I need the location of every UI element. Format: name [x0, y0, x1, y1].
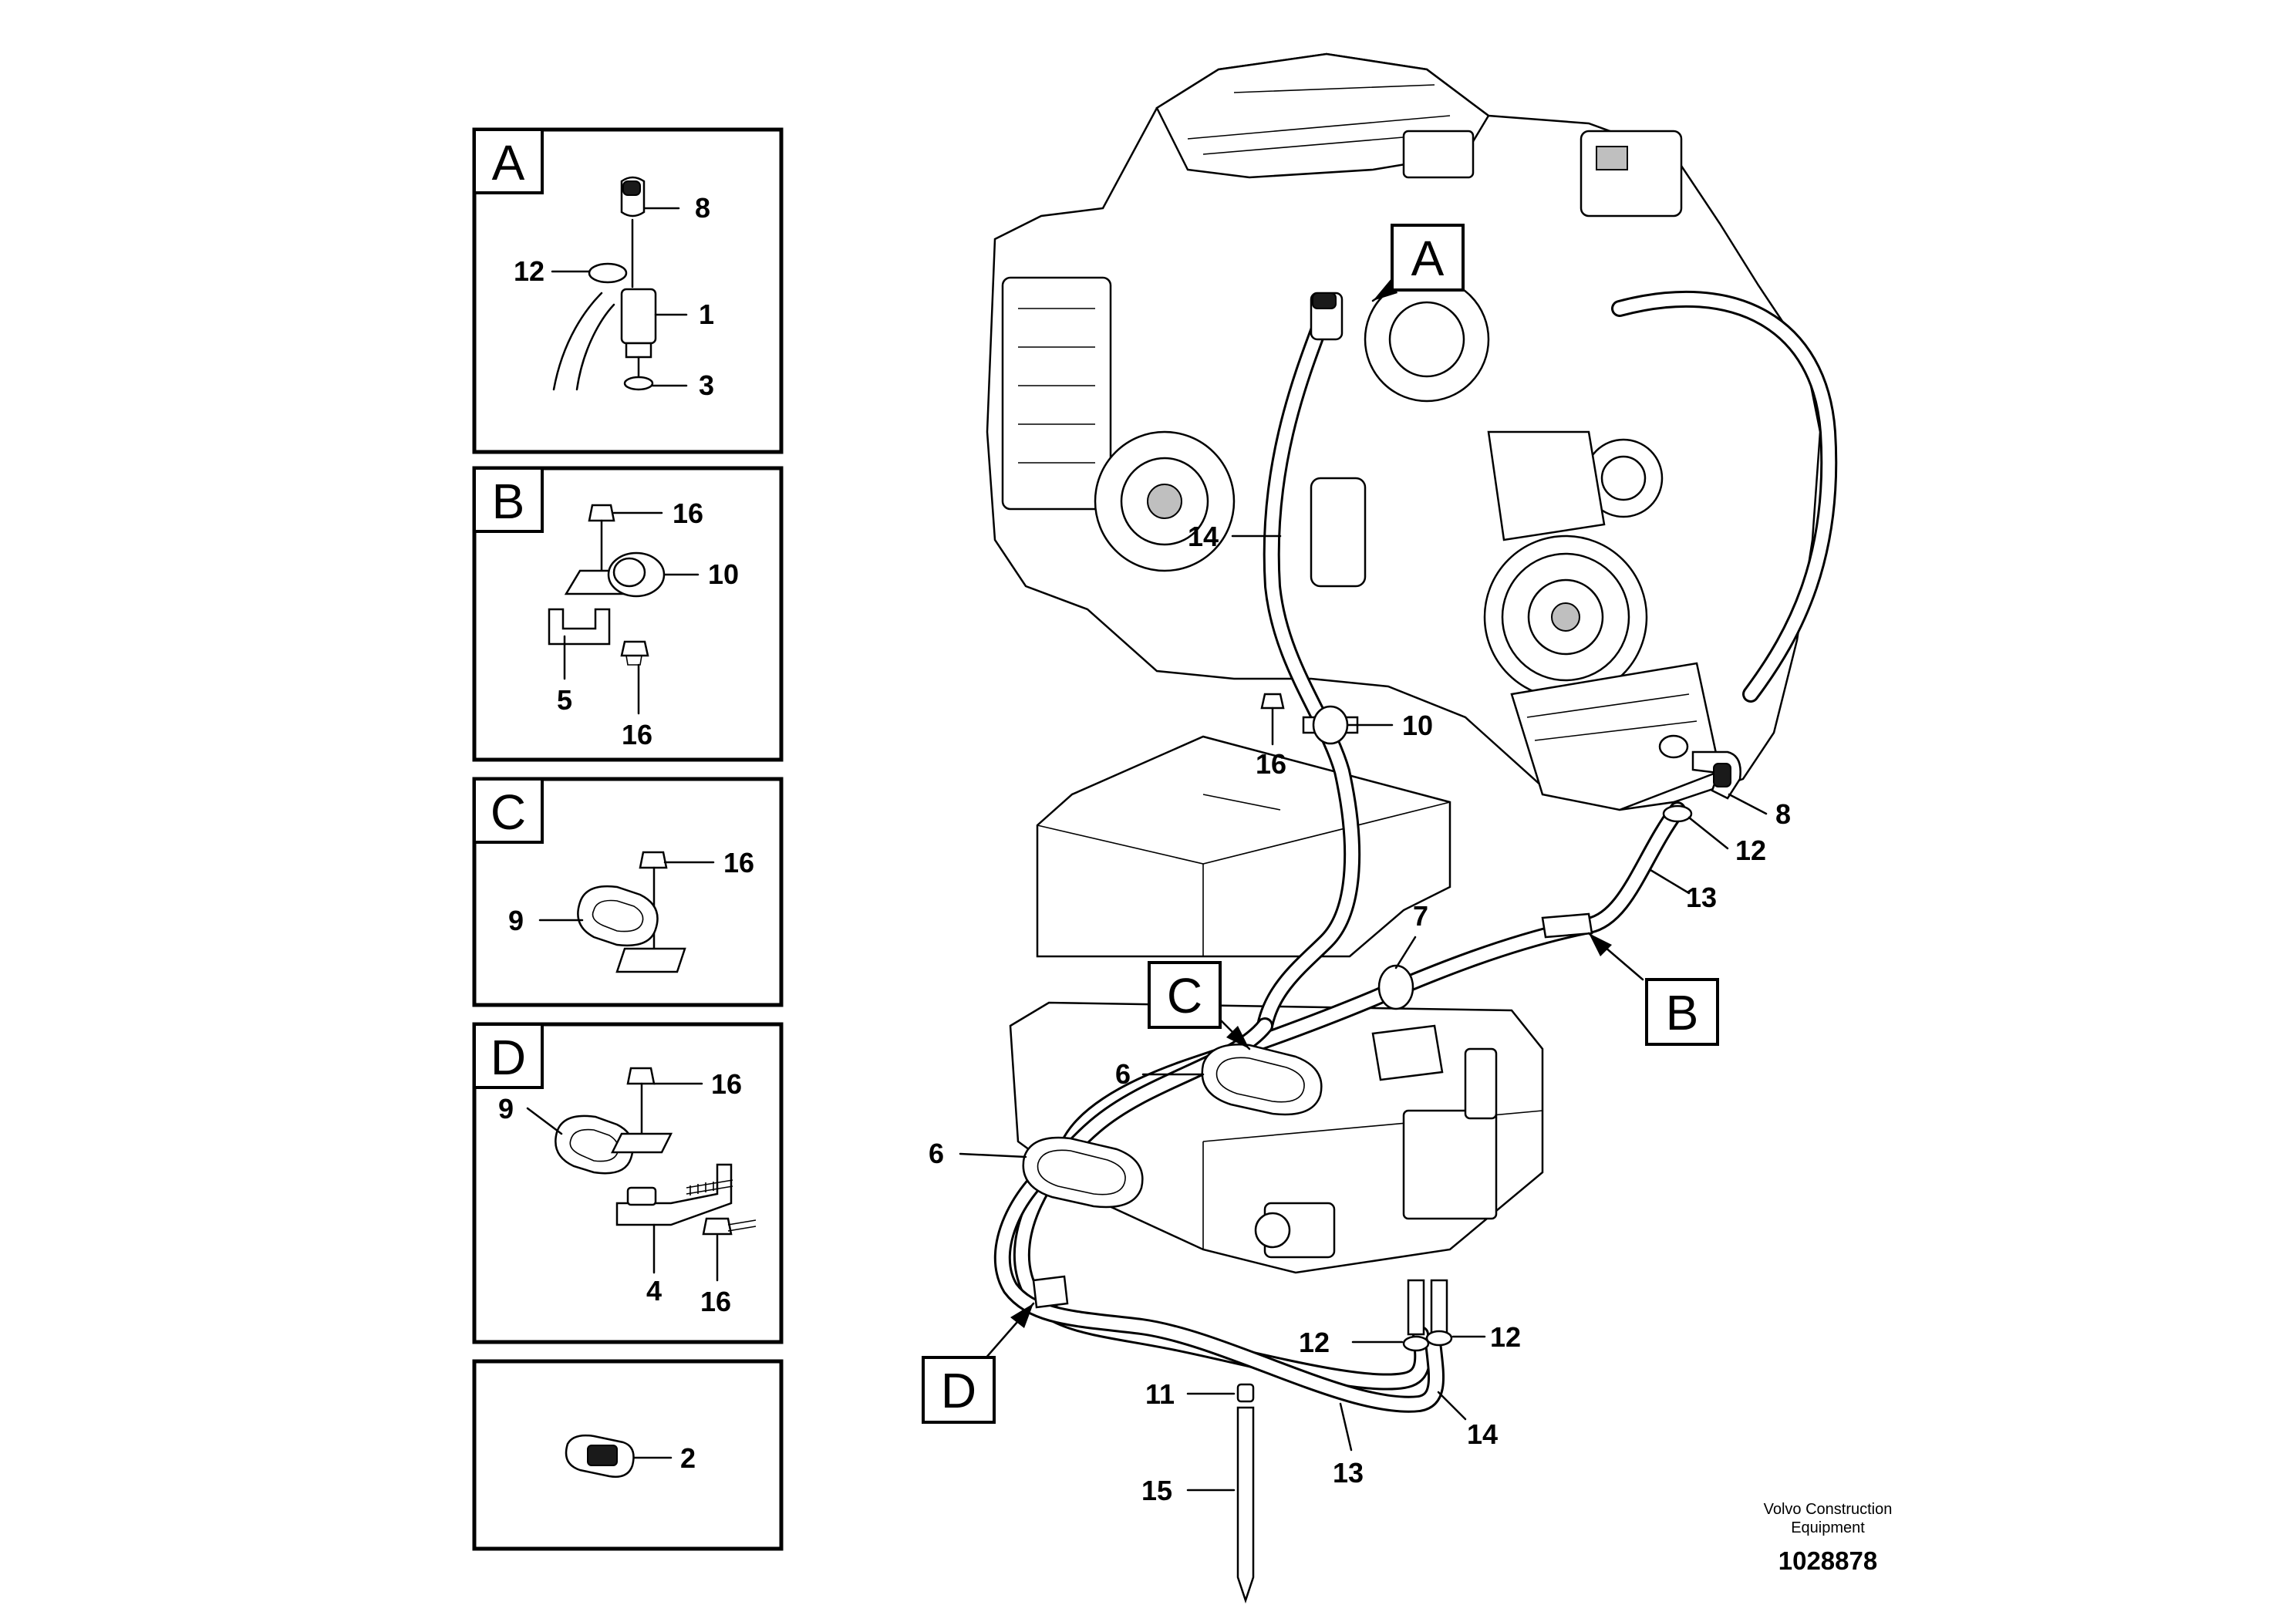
publisher-line-1: Volvo Construction	[1763, 1501, 1893, 1518]
detail-letter-b: B	[492, 474, 525, 529]
detail-tag-c	[473, 777, 544, 844]
detail-tag-d	[473, 1023, 544, 1089]
main-tag-d	[922, 1356, 996, 1424]
callout-b-10: 10	[708, 558, 739, 590]
main-tag-c	[1148, 961, 1222, 1029]
figure-number: 1028878	[1778, 1546, 1878, 1575]
callout-b-16-bottom: 16	[622, 719, 652, 750]
callout-a-1: 1	[699, 298, 714, 330]
callout-d-16-top: 16	[711, 1068, 742, 1100]
main-callout-10: 10	[1402, 710, 1433, 741]
main-tag-a	[1391, 224, 1465, 292]
main-callout-12-right: 12	[1490, 1321, 1521, 1353]
main-callout-8: 8	[1775, 798, 1791, 830]
detail-box-part-2: 2	[472, 1359, 784, 1551]
callout-a-3: 3	[699, 369, 714, 401]
main-fittings	[1022, 292, 1741, 1603]
main-callout-7: 7	[1413, 900, 1428, 932]
callout-d-16-bottom: 16	[700, 1286, 731, 1317]
callout-d-4: 4	[646, 1275, 662, 1307]
detail-box-b: B 16 10 5 16	[472, 466, 784, 762]
detail-letter-a: A	[492, 135, 525, 191]
callout-d-9: 9	[498, 1093, 514, 1125]
main-callout-13-upper: 13	[1686, 882, 1717, 913]
detail-box-d: D 16 9 4 16	[472, 1022, 784, 1344]
main-view-tags: A B C D	[922, 224, 1719, 1424]
main-callout-15: 15	[1141, 1475, 1172, 1506]
main-callout-11: 11	[1145, 1378, 1175, 1410]
publisher-line-2: Equipment	[1791, 1519, 1865, 1536]
publisher-label: Volvo Construction Equipment	[1666, 1500, 1990, 1537]
callout-c-9: 9	[508, 905, 524, 936]
main-letter-b: B	[1666, 985, 1699, 1040]
detail-letter-d: D	[491, 1030, 526, 1085]
main-callout-6-lower: 6	[929, 1138, 944, 1169]
main-callout-6-upper: 6	[1115, 1058, 1131, 1090]
detail-tag-b	[473, 467, 544, 533]
main-callout-12-upper: 12	[1735, 835, 1766, 866]
detail-box-c: C 16 9	[472, 777, 784, 1007]
engine-assembly	[986, 52, 1838, 811]
callout-a-12: 12	[514, 255, 544, 287]
main-letter-d: D	[941, 1363, 976, 1418]
callout-b-5: 5	[557, 684, 572, 716]
callout-c-16: 16	[723, 847, 754, 878]
main-letter-c: C	[1167, 968, 1202, 1023]
callout-part-2: 2	[680, 1442, 696, 1474]
callout-b-16-top: 16	[673, 497, 703, 529]
callout-a-8: 8	[695, 192, 710, 224]
detail-tag-a	[473, 128, 544, 194]
detail-box-a: A 8 12 1 3	[472, 127, 784, 454]
main-tag-b	[1645, 978, 1719, 1046]
main-callout-14-upper: 14	[1188, 521, 1219, 552]
detail-letter-c: C	[491, 784, 526, 840]
main-callout-12-left: 12	[1299, 1327, 1330, 1358]
main-letter-a: A	[1411, 231, 1445, 286]
main-callout-16: 16	[1256, 748, 1286, 780]
main-callout-13-lower: 13	[1333, 1457, 1364, 1489]
main-callout-14-lower: 14	[1467, 1418, 1498, 1450]
main-view-callouts: 14 10 16 8 12 13 7 6 6 12 12 11 14 13 15	[929, 521, 1791, 1506]
